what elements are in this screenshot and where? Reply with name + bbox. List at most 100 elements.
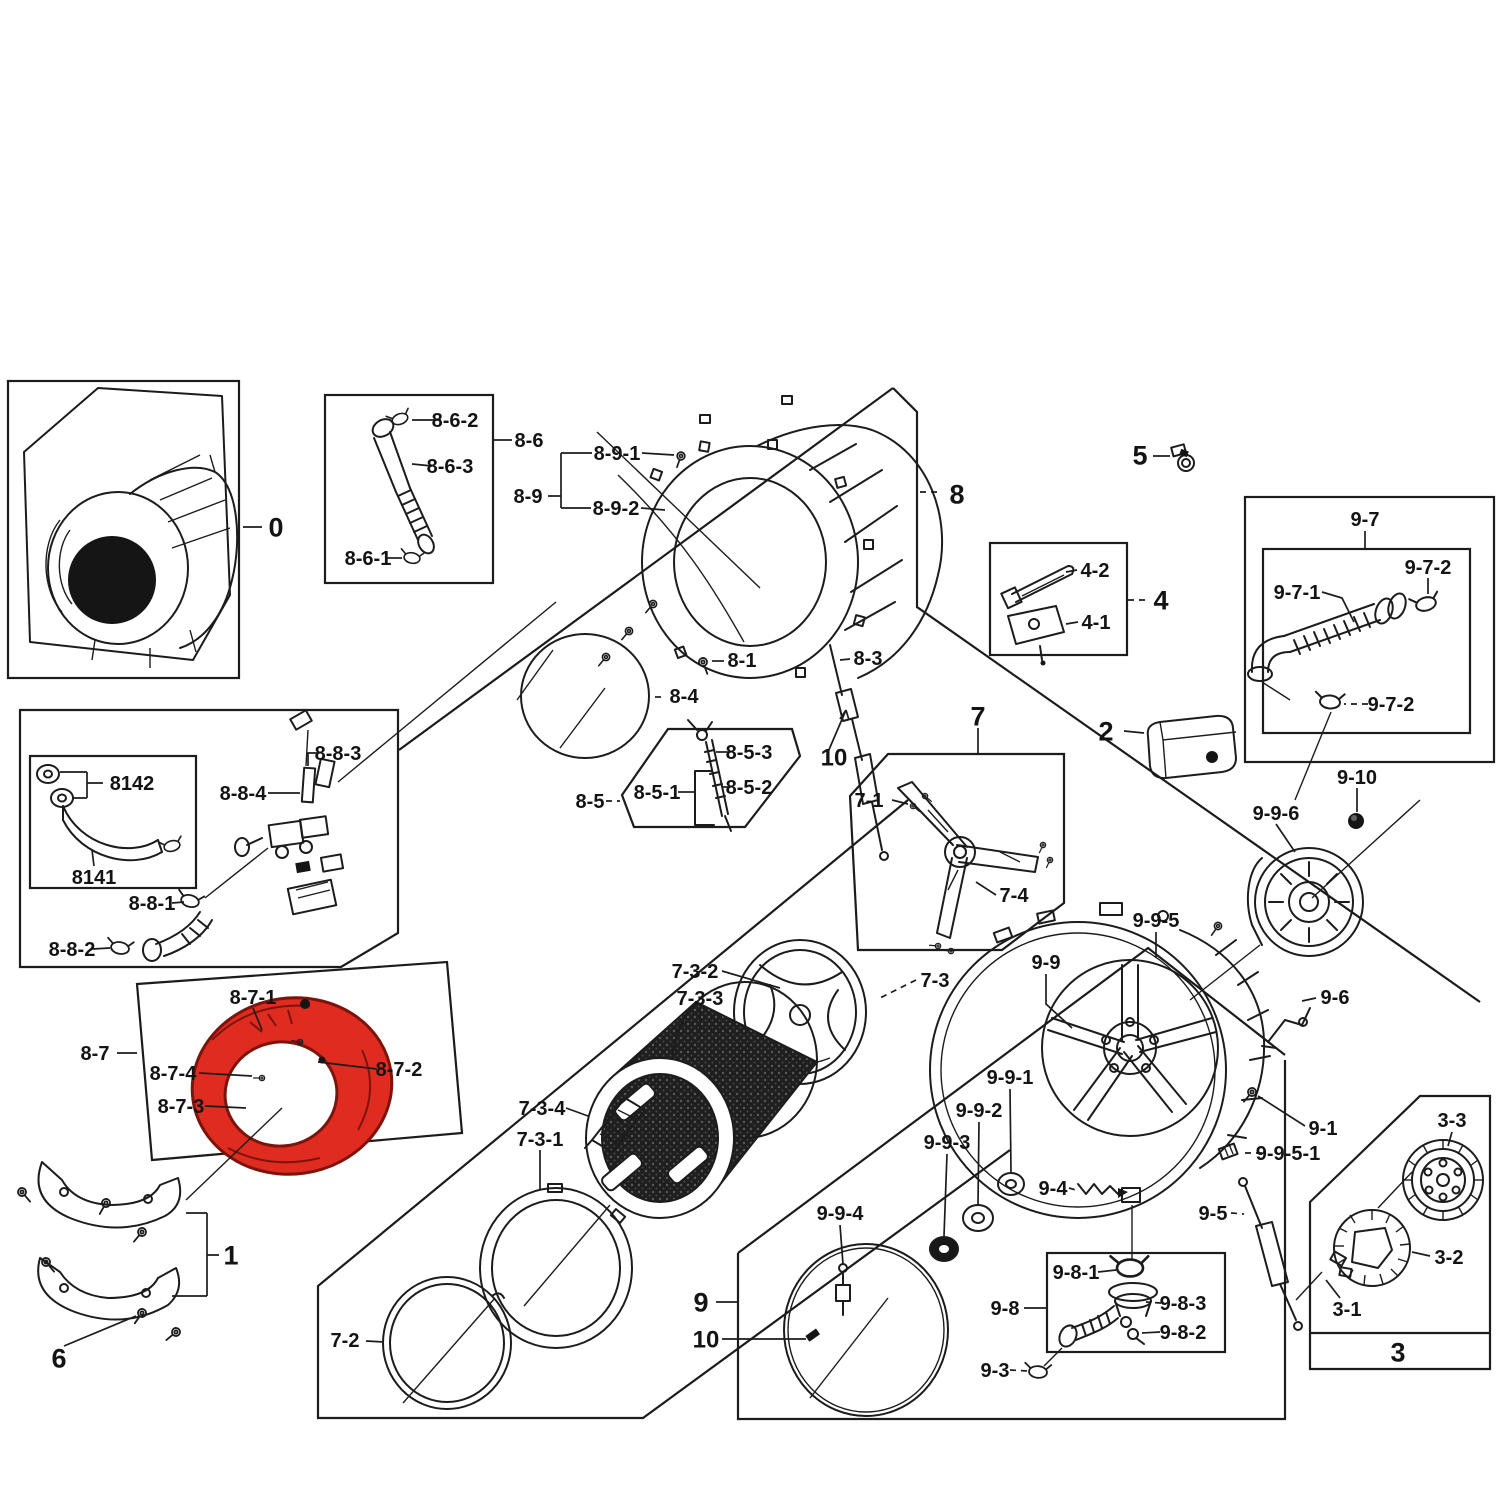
part-label-7-3: 7-3 bbox=[921, 970, 950, 992]
part-label-9-1: 9-1 bbox=[1309, 1118, 1338, 1140]
part-label-0: 0 bbox=[268, 513, 283, 543]
part-label-9-9-5-1: 9-9-5-1 bbox=[1256, 1143, 1320, 1165]
part-label-8-7-2: 8-7-2 bbox=[376, 1059, 423, 1081]
part-label-8-1: 8-1 bbox=[728, 650, 757, 672]
part-label-8-5-1: 8-5-1 bbox=[634, 782, 681, 804]
part-7-2-gasket bbox=[365, 1276, 512, 1410]
part-label-8-9-1: 8-9-1 bbox=[594, 443, 641, 465]
part-9-9-4-seal-ring bbox=[716, 1224, 949, 1417]
part-label-6: 6 bbox=[51, 1344, 66, 1374]
part-9-7-drain-hose-group bbox=[1247, 531, 1443, 801]
part-label-9-7-2: 9-7-2 bbox=[1405, 557, 1452, 579]
part-label-8-7-1: 8-7-1 bbox=[230, 987, 277, 1009]
part-8-6-hose-group bbox=[371, 407, 512, 566]
part-label-8-8-4: 8-8-4 bbox=[220, 783, 268, 805]
part-label-9-9-2: 9-9-2 bbox=[956, 1100, 1003, 1122]
part-label-4: 4 bbox=[1153, 586, 1168, 616]
part-label-4-1: 4-1 bbox=[1082, 612, 1111, 634]
part-label-9-3: 9-3 bbox=[981, 1360, 1010, 1382]
part-8-5-damper-group bbox=[606, 709, 850, 832]
part-label-7-3-4: 7-3-4 bbox=[519, 1098, 567, 1120]
part-label-9-9: 9-9 bbox=[1032, 952, 1061, 974]
part-label-7-3-3: 7-3-3 bbox=[677, 988, 724, 1010]
part-label-7-2: 7-2 bbox=[331, 1330, 360, 1352]
part-label-8-7: 8-7 bbox=[81, 1043, 110, 1065]
part-label-9-7: 9-7 bbox=[1351, 509, 1380, 531]
part-label-8-6-1: 8-6-1 bbox=[345, 548, 392, 570]
part-label-8-6: 8-6 bbox=[515, 430, 544, 452]
part-8-4-gasket bbox=[516, 633, 661, 759]
part-9-9-seals bbox=[929, 1088, 1025, 1262]
part-label-10: 10 bbox=[821, 745, 848, 772]
panel-outlines bbox=[6, 379, 1496, 1421]
part-9-9-5-1-plug bbox=[1217, 1142, 1262, 1161]
part-7-3-1-ring bbox=[479, 1150, 633, 1349]
part-label-9: 9 bbox=[693, 1288, 708, 1318]
part-label-8-6-2: 8-6-2 bbox=[432, 410, 479, 432]
part-label-9-8: 9-8 bbox=[991, 1298, 1020, 1320]
part-label-8-4: 8-4 bbox=[670, 686, 700, 708]
part-label-7: 7 bbox=[970, 702, 985, 732]
part-label-10: 10 bbox=[693, 1327, 720, 1354]
part-label-3-2: 3-2 bbox=[1435, 1247, 1464, 1269]
part-label-8-7-3: 8-7-3 bbox=[158, 1096, 205, 1118]
part-9-5-damper bbox=[1230, 1177, 1303, 1331]
part-label-7-3-1: 7-3-1 bbox=[517, 1129, 564, 1151]
part-label-9-6: 9-6 bbox=[1321, 987, 1350, 1009]
part-5-switch bbox=[1153, 443, 1195, 472]
part-9-10-nut bbox=[1348, 788, 1364, 829]
part-labels: 0 8-6-2 8-6 8-6-3 8-6-1 8-9 8-9-1 8-9-2 8 8-1 8-3 8… bbox=[49, 410, 1467, 1382]
part-9-6-wire bbox=[1261, 997, 1317, 1049]
part-label-3: 3 bbox=[1390, 1338, 1405, 1368]
part-label-9-9-3: 9-9-3 bbox=[924, 1132, 971, 1154]
part-0-complete-tub-assembly bbox=[23, 387, 262, 668]
part-label-9-9-5: 9-9-5 bbox=[1133, 910, 1180, 932]
part-label-1: 1 bbox=[223, 1241, 238, 1271]
part-label-8-5-2: 8-5-2 bbox=[726, 777, 773, 799]
part-label-8-5: 8-5 bbox=[576, 791, 605, 813]
part-label-8-8-2: 8-8-2 bbox=[49, 939, 96, 961]
part-label-9-7-1: 9-7-1 bbox=[1274, 582, 1321, 604]
part-label-8-8-1: 8-8-1 bbox=[129, 893, 176, 915]
part-8-8-valve-group bbox=[36, 601, 557, 962]
part-label-8-9-2: 8-9-2 bbox=[593, 498, 640, 520]
part-label-8-7-4: 8-7-4 bbox=[150, 1063, 198, 1085]
part-label-2: 2 bbox=[1098, 717, 1113, 747]
part-label-8-3: 8-3 bbox=[854, 648, 883, 670]
part-label-4-2: 4-2 bbox=[1081, 560, 1110, 582]
part-7-spider-group bbox=[891, 728, 1055, 955]
part-label-3-3: 3-3 bbox=[1438, 1110, 1467, 1132]
part-label-9-8-3: 9-8-3 bbox=[1160, 1293, 1207, 1315]
part-9-8-drain-group bbox=[1009, 1205, 1162, 1380]
part-label-8141: 8141 bbox=[72, 867, 117, 889]
part-9-1-bolt bbox=[1239, 1085, 1306, 1127]
part-label-9-10: 9-10 bbox=[1337, 767, 1377, 789]
part-9-9-rear-tub bbox=[929, 902, 1271, 1219]
part-label-9-7-2: 9-7-2 bbox=[1368, 694, 1415, 716]
part-label-8-9: 8-9 bbox=[514, 486, 543, 508]
part-label-9-5: 9-5 bbox=[1199, 1203, 1228, 1225]
part-label-8-6-3: 8-6-3 bbox=[427, 456, 474, 478]
part-1-counterweight-brackets bbox=[15, 1161, 219, 1347]
part-label-8-8-3: 8-8-3 bbox=[315, 743, 362, 765]
part-3-motor-group bbox=[1295, 1131, 1484, 1301]
part-label-9-9-1: 9-9-1 bbox=[987, 1067, 1034, 1089]
part-4-heater-group bbox=[1000, 565, 1145, 666]
part-label-3-1: 3-1 bbox=[1333, 1299, 1362, 1321]
part-label-7-4: 7-4 bbox=[1000, 885, 1030, 907]
part-label-9-8-2: 9-8-2 bbox=[1160, 1322, 1207, 1344]
part-label-7-3-2: 7-3-2 bbox=[672, 961, 719, 983]
part-label-8: 8 bbox=[949, 480, 964, 510]
part-label-5: 5 bbox=[1132, 441, 1147, 471]
part-label-7-1: 7-1 bbox=[855, 790, 884, 812]
part-label-9-9-4: 9-9-4 bbox=[817, 1203, 865, 1225]
part-label-9-9-6: 9-9-6 bbox=[1253, 803, 1300, 825]
part-9-9-6-cover bbox=[1189, 799, 1421, 1001]
part-8-front-tub bbox=[595, 395, 944, 679]
part-8-7-tub-front-highlighted[interactable] bbox=[117, 985, 403, 1201]
part-7-3-3-drum-basket bbox=[585, 981, 819, 1219]
part-label-8-5-3: 8-5-3 bbox=[726, 742, 773, 764]
part-7-3-4-lifter bbox=[565, 1097, 646, 1153]
